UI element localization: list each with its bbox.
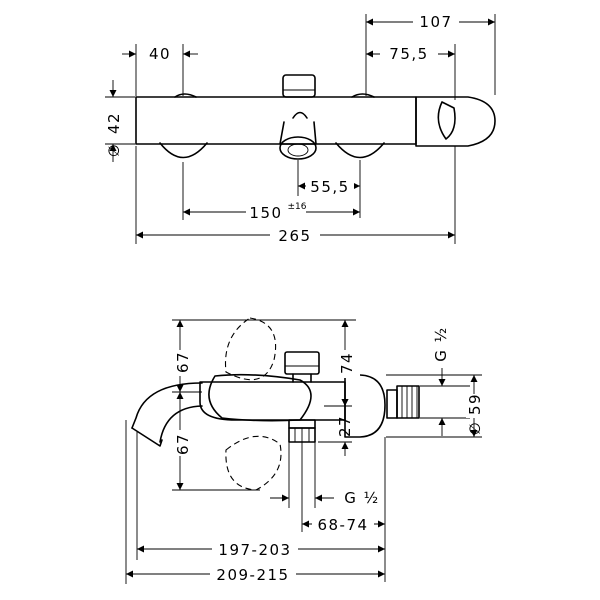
side-view: 67 67 74 27 G (125, 317, 486, 584)
dim-thread-right: G ½ (420, 326, 470, 436)
dim-67-upper-label: 67 (174, 351, 192, 373)
left-connection-upper (174, 93, 197, 98)
escutcheon (344, 374, 386, 438)
dim-150: 150 ±16 (182, 162, 360, 222)
mixer-body (135, 96, 417, 145)
dim-thread-bottom: G ½ (270, 442, 379, 508)
fitting-thread (396, 385, 420, 419)
top-view: 107 75,5 40 42 ∅ (105, 12, 496, 245)
dim-265: 265 (135, 146, 456, 245)
dim-67-lower: 67 (172, 392, 260, 491)
dim-42-label: 42 (105, 112, 123, 134)
dim-67-upper: 67 (172, 319, 272, 393)
diameter-symbol-59: ∅ (466, 421, 484, 436)
dim-75-5-label: 75,5 (389, 45, 428, 63)
dim-75-5: 75,5 (366, 44, 456, 100)
right-connection-lower (335, 142, 385, 159)
spout-outlet (279, 136, 317, 160)
dim-68-74: 68-74 (301, 437, 386, 582)
dim-150-label: 150 (249, 204, 282, 222)
dim-67-lower-label: 67 (174, 433, 192, 455)
dim-209-215: 209-215 (125, 420, 385, 584)
dim-197-203-label: 197-203 (218, 541, 291, 559)
dim-107: 107 (365, 12, 496, 96)
dim-40: 40 (122, 44, 198, 96)
handle-swing-up (224, 317, 277, 381)
left-connection-lower (159, 142, 208, 159)
handle-swing-down (225, 435, 282, 491)
dim-diameter-59: 59 ∅ (386, 374, 486, 438)
dim-209-215-label: 209-215 (216, 566, 289, 584)
dim-74-label: 74 (338, 352, 356, 374)
dim-68-74-label: 68-74 (317, 516, 368, 534)
diverter-knob (282, 74, 316, 98)
dim-27: 27 (318, 392, 354, 456)
handle (415, 96, 496, 147)
diameter-symbol-42: ∅ (105, 143, 123, 158)
thread-right-label: G ½ (432, 326, 450, 361)
dim-55-5: 55,5 (297, 160, 361, 218)
fitting-nut (386, 389, 398, 419)
dim-diameter-42: 42 ∅ (105, 80, 135, 162)
side-diverter-knob (284, 351, 320, 375)
handle-recess (437, 101, 456, 140)
spout-lower (159, 405, 203, 443)
dim-59-label: 59 (466, 393, 484, 415)
spout-aerator (287, 143, 309, 157)
dim-40-label: 40 (149, 45, 171, 63)
dim-27-label: 27 (336, 415, 354, 437)
dim-55-5-label: 55,5 (310, 178, 349, 196)
dim-107-label: 107 (419, 13, 452, 31)
thread-bottom-label: G ½ (344, 489, 379, 507)
spout-top (292, 111, 308, 119)
dim-265-label: 265 (278, 227, 311, 245)
side-body (199, 381, 346, 421)
spout-upper (131, 382, 203, 429)
dim-74: 74 (270, 319, 360, 406)
spout-tip (131, 427, 163, 447)
dim-197-203: 197-203 (136, 432, 385, 560)
bottom-connector-nut (288, 419, 316, 429)
right-connection-upper (351, 93, 375, 98)
dim-150-tolerance: ±16 (288, 202, 307, 212)
